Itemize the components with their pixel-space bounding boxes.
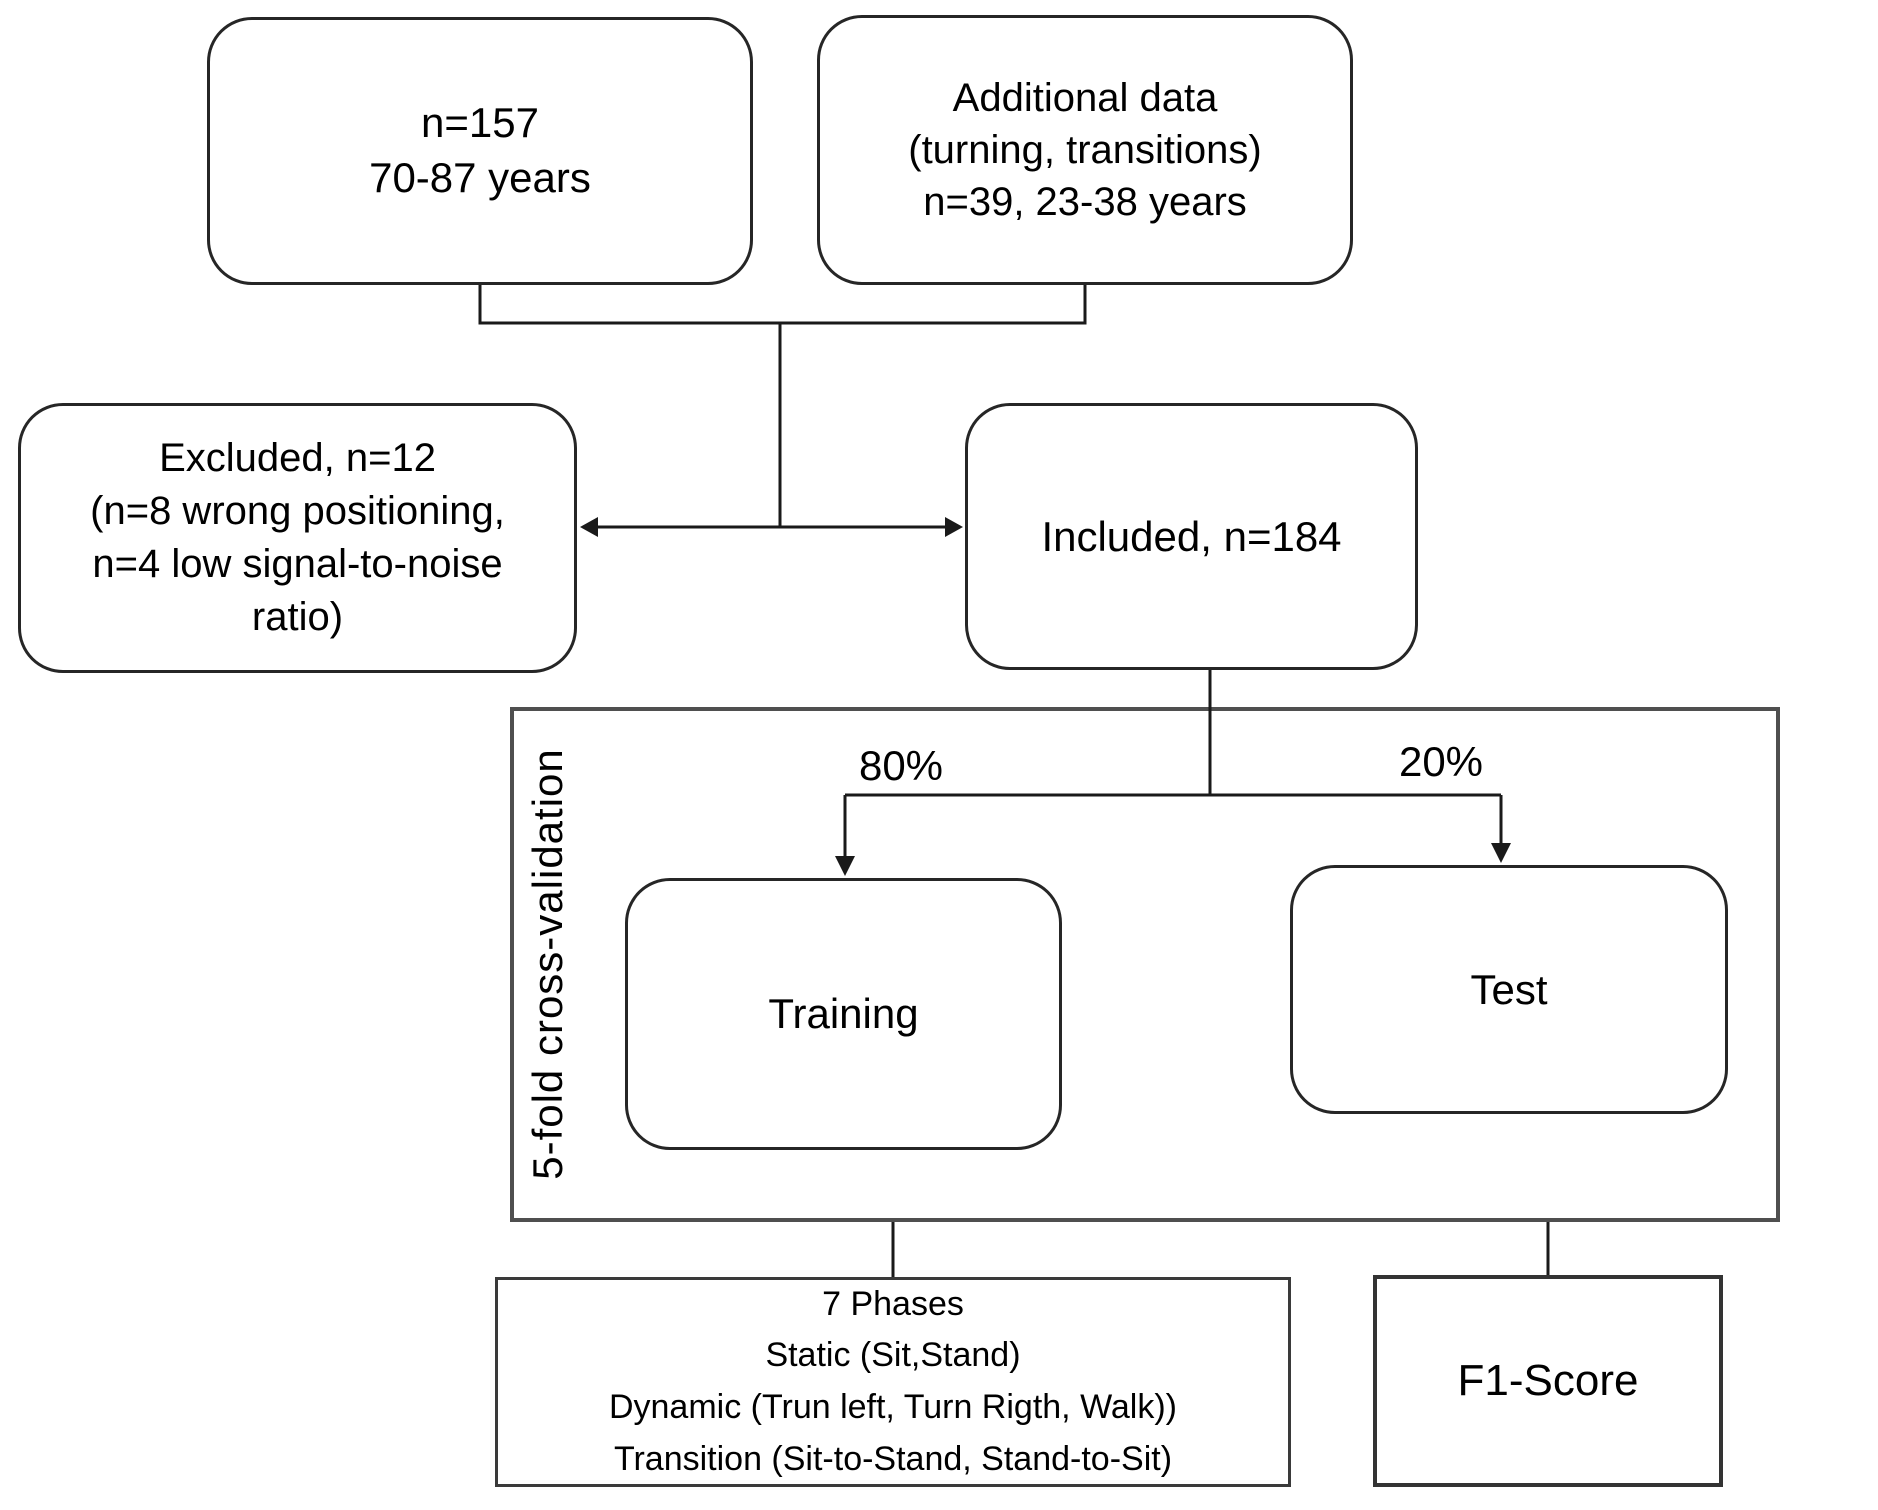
box-text-line: Dynamic (Trun left, Turn Rigth, Walk)) — [608, 1388, 1178, 1426]
box-text-line: n=157 — [421, 99, 539, 147]
train-split-label: 80% — [858, 742, 944, 789]
test-split-label: 20% — [1398, 738, 1484, 785]
box-text-line: ratio) — [251, 594, 344, 639]
box-text-line: Static (Sit,Stand) — [765, 1336, 1021, 1375]
included-box: Included, n=184 — [965, 403, 1418, 670]
box-text-line: (n=8 wrong positioning, — [90, 489, 505, 534]
box-text-line: (turning, transitions) — [908, 128, 1262, 172]
box-text-line: Transition (Sit-to-Stand, Stand-to-Sit) — [613, 1439, 1173, 1478]
arrowhead-left-icon — [580, 517, 598, 537]
merge-bracket-line — [478, 285, 1087, 325]
box-text-line: Included, n=184 — [1041, 512, 1342, 560]
box-text-line: n=39, 23-38 years — [923, 180, 1247, 224]
initial-cohort-box: n=157 70-87 years — [207, 17, 753, 285]
phases-box: 7 Phases Static (Sit,Stand) Dynamic (Tru… — [495, 1277, 1291, 1487]
box-text-line: Test — [1470, 965, 1548, 1013]
arrowhead-right-icon — [945, 517, 963, 537]
additional-data-box: Additional data (turning, transitions) n… — [817, 15, 1353, 285]
box-text-line: F1-Score — [1457, 1356, 1639, 1405]
box-text-line: Excluded, n=12 — [159, 436, 436, 481]
box-text-line: 7 Phases — [822, 1284, 964, 1323]
training-box: Training — [625, 878, 1062, 1150]
excluded-box: Excluded, n=12 (n=8 wrong positioning, n… — [18, 403, 577, 673]
box-text-line: Additional data — [952, 76, 1218, 120]
box-text-line: n=4 low signal-to-noise — [92, 542, 503, 586]
f1-score-box: F1-Score — [1373, 1275, 1723, 1487]
cross-validation-label: 5-fold cross-validation — [524, 748, 571, 1180]
test-box: Test — [1290, 865, 1728, 1114]
box-text-line: Training — [768, 990, 919, 1037]
box-text-line: 70-87 years — [369, 154, 591, 201]
